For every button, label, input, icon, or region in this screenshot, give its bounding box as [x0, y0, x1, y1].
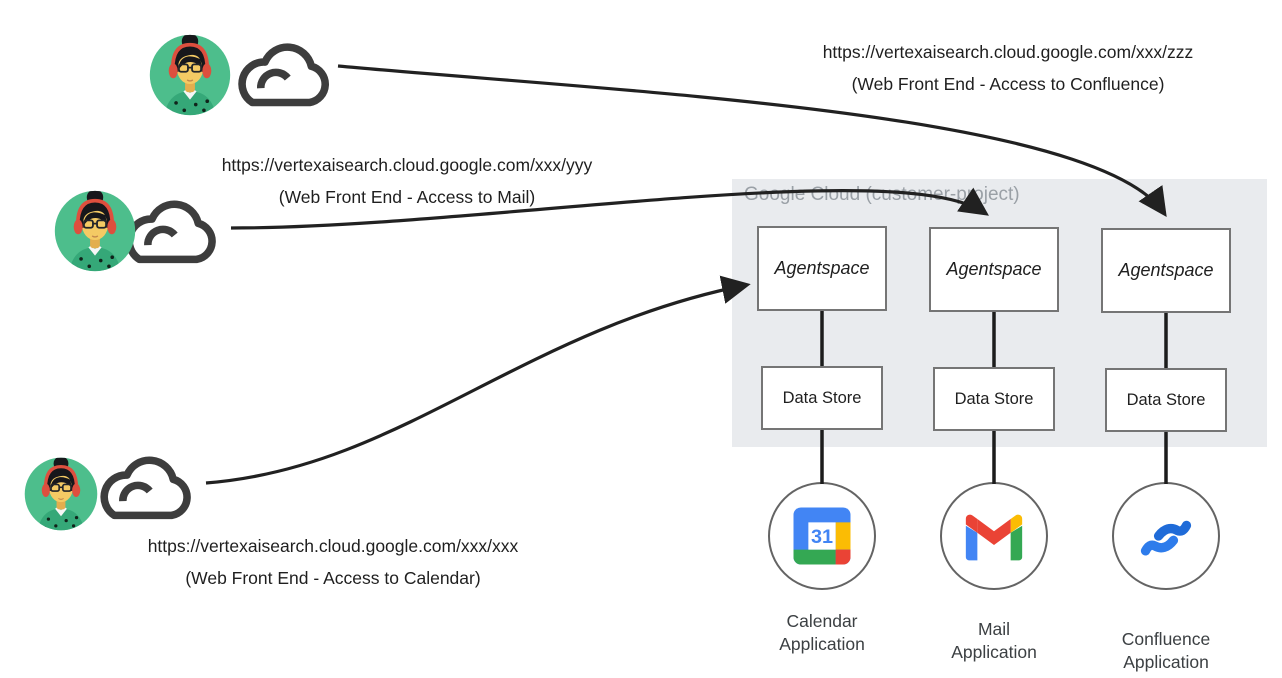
- calendar-url: https://vertexaisearch.cloud.google.com/…: [147, 536, 519, 556]
- confluence-url-caption: (Web Front End - Access to Confluence): [851, 74, 1165, 94]
- mail-app-label: Mail Application: [951, 619, 1037, 662]
- cloud-icon: [100, 456, 191, 520]
- datastore-box-mail: Data Store: [933, 367, 1055, 431]
- google-calendar-icon: 31: [793, 507, 851, 565]
- mail-url-caption: (Web Front End - Access to Mail): [278, 187, 536, 207]
- datastore-label: Data Store: [782, 388, 862, 407]
- user-avatar: [149, 34, 231, 116]
- confluence-url: https://vertexaisearch.cloud.google.com/…: [822, 42, 1194, 62]
- calendar-url-caption: (Web Front End - Access to Calendar): [185, 568, 481, 588]
- google-cloud-container-label: Google Cloud (customer-project): [744, 184, 1020, 205]
- agentspace-label: Agentspace: [946, 259, 1042, 279]
- arrow-user3-to-agentspace-calendar: [205, 275, 751, 485]
- confluence-app-label: Confluence Application: [1121, 629, 1211, 672]
- datastore-label: Data Store: [1126, 390, 1206, 409]
- user-avatar: [54, 190, 136, 272]
- agentspace-box-confluence: Agentspace: [1101, 228, 1231, 313]
- agentspace-label: Agentspace: [1118, 260, 1214, 280]
- confluence-app-circle: [1112, 482, 1220, 590]
- calendar-app-circle: 31: [768, 482, 876, 590]
- datastore-box-calendar: Data Store: [761, 366, 883, 430]
- gmail-icon: [965, 514, 1023, 561]
- cloud-icon: [238, 43, 329, 107]
- mail-url-block: https://vertexaisearch.cloud.google.com/…: [167, 155, 647, 219]
- agentspace-label: Agentspace: [774, 258, 870, 278]
- agentspace-box-calendar: Agentspace: [757, 226, 887, 311]
- calendar-url-block: https://vertexaisearch.cloud.google.com/…: [93, 536, 573, 600]
- calendar-day-number: 31: [811, 526, 833, 548]
- user-avatar: [24, 457, 98, 531]
- mail-url: https://vertexaisearch.cloud.google.com/…: [221, 155, 593, 175]
- calendar-app-label: Calendar Application: [779, 611, 865, 654]
- agentspace-box-mail: Agentspace: [929, 227, 1059, 312]
- confluence-icon: [1140, 520, 1192, 556]
- datastore-box-confluence: Data Store: [1105, 368, 1227, 432]
- datastore-label: Data Store: [954, 389, 1034, 408]
- confluence-url-block: https://vertexaisearch.cloud.google.com/…: [768, 42, 1248, 106]
- mail-app-circle: [940, 482, 1048, 590]
